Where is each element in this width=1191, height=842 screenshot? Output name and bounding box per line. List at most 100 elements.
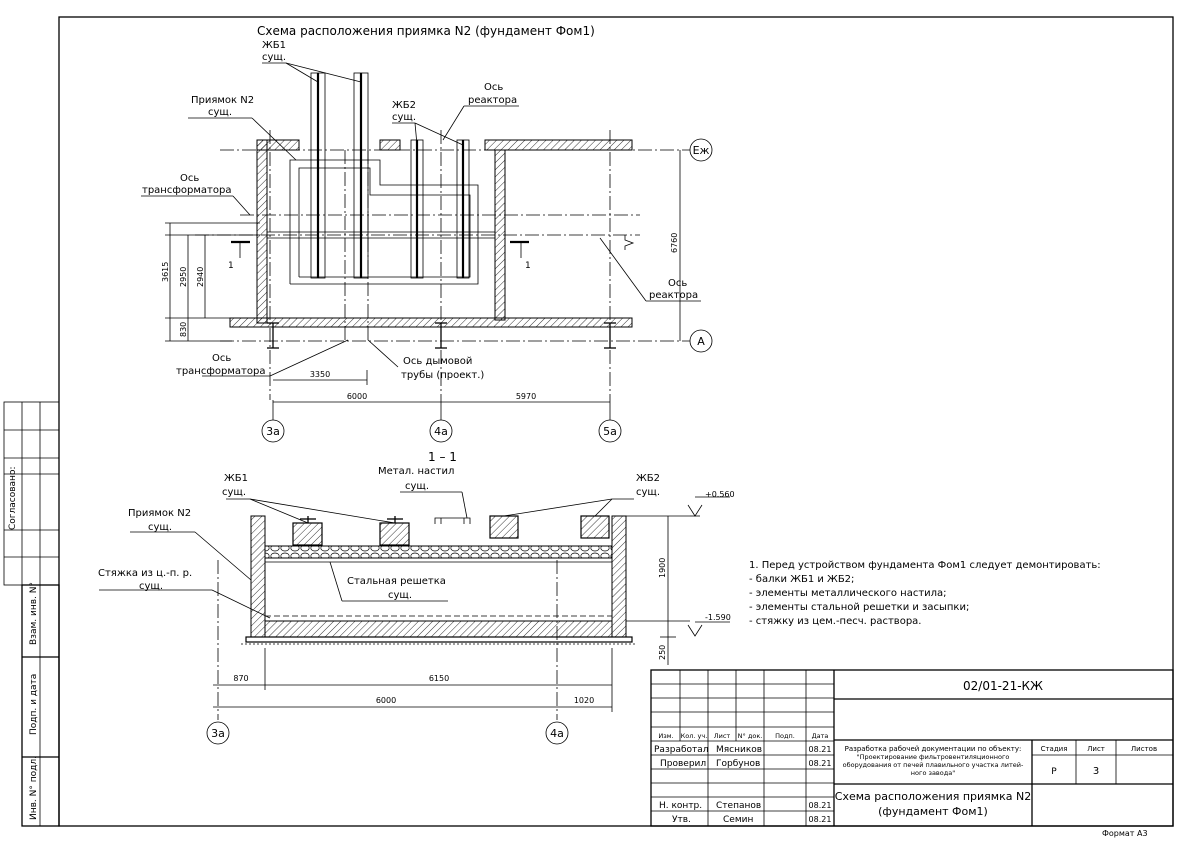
svg-text:сущ.: сущ.: [222, 487, 246, 498]
row-name-1: Мясников: [716, 745, 762, 755]
svg-text:Лист: Лист: [1087, 745, 1105, 753]
section-grid-bubble-4a: [545, 721, 569, 745]
sheet-value: 3: [1093, 766, 1099, 777]
section-wall-left: [250, 515, 266, 638]
plan-dims-horizontal: [273, 370, 610, 403]
svg-text:5970: 5970: [516, 392, 536, 401]
stage-value: Р: [1051, 767, 1057, 777]
section-pit-label: Приямок N2: [128, 508, 191, 519]
svg-text:3615: 3615: [161, 262, 170, 282]
section-mark-right: 1: [510, 240, 531, 271]
svg-text:6000: 6000: [347, 392, 367, 401]
svg-text:5а: 5а: [603, 425, 617, 438]
svg-text:Дата: Дата: [812, 732, 829, 740]
section-zhb2-label: ЖБ2: [636, 473, 660, 484]
svg-text:08.21: 08.21: [809, 745, 832, 754]
section-zhb1-label: ЖБ1: [224, 473, 248, 484]
stamp-inv-original: Инв. N° подл.: [29, 756, 39, 820]
svg-text:сущ.: сущ.: [148, 522, 172, 533]
level-top: +0.560: [705, 490, 735, 499]
drawing-title-line-2: (фундамент Фом1): [878, 805, 988, 818]
note-line-3: - элементы металлического настила;: [749, 588, 947, 599]
svg-text:08.21: 08.21: [809, 801, 832, 810]
project-line-1: Разработка рабочей документации по объек…: [845, 745, 1022, 753]
svg-text:Еж: Еж: [693, 144, 710, 157]
svg-text:1: 1: [525, 261, 531, 271]
sheet-frame: [3, 16, 1174, 827]
section-grate-label: Стальная решетка: [347, 576, 446, 587]
svg-text:Изм.: Изм.: [658, 732, 673, 740]
svg-text:3а: 3а: [211, 727, 225, 740]
section-screed-label: Стяжка из ц.-п. р.: [98, 568, 192, 579]
svg-text:6150: 6150: [429, 674, 449, 683]
svg-text:сущ.: сущ.: [208, 107, 232, 118]
svg-text:830: 830: [179, 322, 188, 337]
pit-outline: [289, 159, 479, 285]
svg-text:6000: 6000: [376, 696, 396, 705]
note-line-5: - стяжку из цем.-песч. раствора.: [749, 616, 921, 627]
level-bottom: -1.590: [705, 613, 731, 622]
section-beam-zhb2-a: [489, 515, 519, 539]
project-line-2: "Проектирование фильтровентиляционного: [857, 753, 1010, 761]
plan-wall-bottom: [229, 317, 633, 328]
title-block: 02/01-21-КЖ Изм. Кол. уч. Лист N° док. П…: [650, 669, 1174, 827]
note-line-1: 1. Перед устройством фундамента Фом1 сле…: [749, 560, 1101, 571]
row-role-1: Разработал: [654, 745, 709, 755]
svg-text:сущ.: сущ.: [139, 581, 163, 592]
plan-axis-transformer-bottom: Ось: [212, 353, 231, 364]
metal-deck: [434, 517, 471, 524]
svg-text:Листов: Листов: [1131, 745, 1157, 753]
section-beam-zhb1-b: [379, 522, 410, 546]
section-wall-right: [611, 515, 627, 638]
svg-text:реактора: реактора: [468, 95, 517, 106]
project-line-4: ного завода": [911, 769, 955, 777]
section-mark-left: 1: [228, 240, 250, 271]
section-title: 1 – 1: [428, 450, 457, 464]
plan-view: Схема расположения приямка N2 (фундамент…: [141, 24, 713, 443]
stamp-sign-date: Подп. и дата: [29, 674, 39, 735]
plan-axis-chimney: Ось дымовой: [403, 356, 472, 367]
svg-text:трубы (проект.): трубы (проект.): [401, 370, 484, 381]
svg-text:сущ.: сущ.: [636, 487, 660, 498]
svg-text:Стадия: Стадия: [1041, 745, 1068, 753]
plan-zhb2-label: ЖБ2: [392, 100, 416, 111]
svg-text:3а: 3а: [266, 425, 280, 438]
svg-text:870: 870: [233, 674, 248, 683]
plan-axis-reactor-right: Ось: [668, 278, 687, 289]
note-line-2: - балки ЖБ1 и ЖБ2;: [749, 574, 854, 585]
svg-text:2940: 2940: [196, 267, 205, 287]
project-line-3: оборудования от печей плавильного участк…: [843, 761, 1024, 769]
row-name-4: Степанов: [716, 801, 761, 811]
svg-text:сущ.: сущ.: [388, 590, 412, 601]
section-bottom-slab: [264, 620, 613, 638]
row-name-2: Горбунов: [716, 759, 760, 769]
svg-text:А: А: [697, 335, 705, 348]
svg-text:N° док.: N° док.: [738, 732, 763, 740]
svg-text:250: 250: [658, 645, 667, 660]
section-beam-zhb2-b: [580, 515, 610, 539]
row-role-2: Проверил: [660, 759, 706, 769]
svg-text:08.21: 08.21: [809, 815, 832, 824]
svg-text:4а: 4а: [550, 727, 564, 740]
row-role-4: Н. контр.: [659, 801, 702, 811]
section-beam-zhb1-a: [292, 522, 323, 546]
drawing-title-line-1: Схема расположения приямка N2: [835, 790, 1031, 803]
stamp-agreed: Согласовано:: [8, 467, 18, 530]
svg-text:6760: 6760: [670, 233, 679, 253]
plan-axis-reactor-top: Ось: [484, 82, 503, 93]
svg-text:08.21: 08.21: [809, 759, 832, 768]
format-label: Формат А3: [1102, 829, 1148, 838]
svg-text:3350: 3350: [310, 370, 330, 379]
svg-text:2950: 2950: [179, 267, 188, 287]
grid-bubble-a: [689, 329, 713, 353]
plan-title: Схема расположения приямка N2 (фундамент…: [257, 24, 595, 38]
svg-text:Лист: Лист: [714, 732, 731, 740]
section-metal-deck-label: Метал. настил: [378, 466, 454, 477]
svg-text:1: 1: [228, 261, 234, 271]
svg-text:сущ.: сущ.: [405, 481, 429, 492]
plan-zhb1-label: ЖБ1: [262, 40, 286, 51]
svg-text:1900: 1900: [658, 558, 667, 578]
svg-text:Кол. уч.: Кол. уч.: [681, 732, 708, 740]
section-view: 1 – 1 +0.560 -1.590 1900 250: [98, 450, 735, 745]
